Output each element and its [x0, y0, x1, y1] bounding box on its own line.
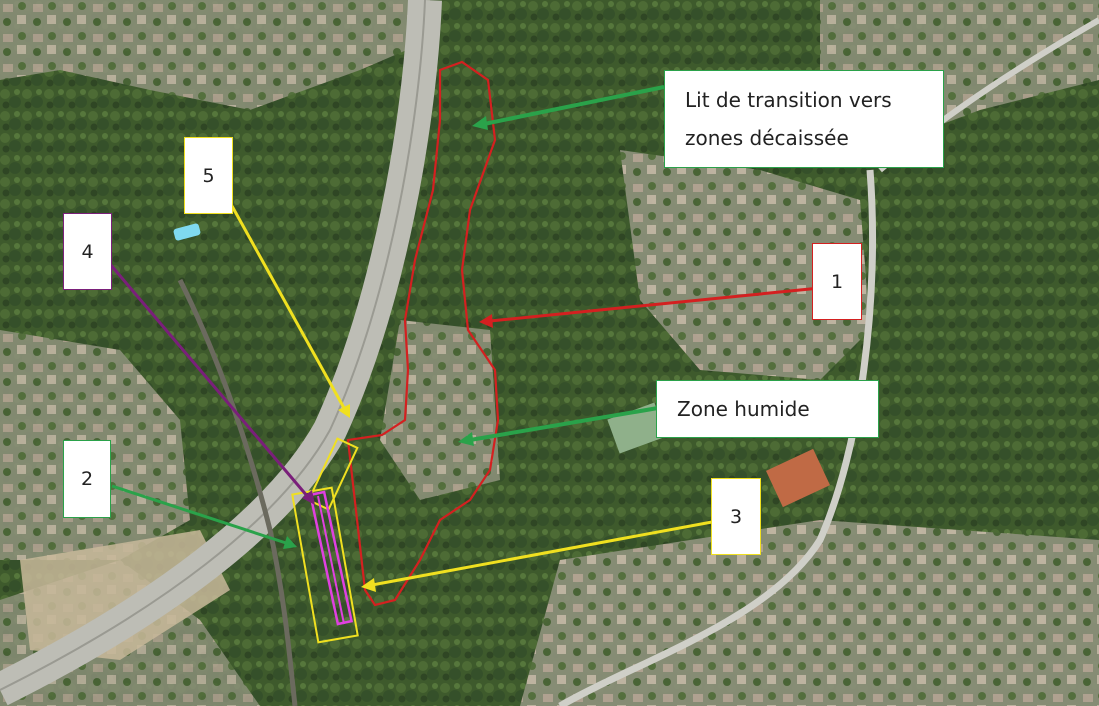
label-lit-line2: zones décaissée: [685, 126, 849, 150]
road-east: [558, 169, 877, 706]
highway-median: [0, 0, 426, 691]
leader-line-2: [111, 484, 287, 545]
urban-zone-east: [620, 150, 870, 380]
label-5-text: 5: [202, 164, 215, 187]
leader-arrowhead-5: [338, 404, 350, 418]
label-zone-humide: Zone humide: [656, 380, 879, 438]
pool: [173, 223, 201, 241]
label-1-text: 1: [830, 270, 844, 293]
construction-site: [20, 530, 230, 660]
label-lit-line1: Lit de transition vers: [685, 88, 892, 112]
label-zone-humide-text: Zone humide: [677, 397, 810, 421]
label-2-text: 2: [80, 468, 94, 490]
label-5: 5: [184, 137, 233, 214]
leader-line-4: [108, 263, 310, 498]
label-lit-de-transition: Lit de transition vers zones décaissée: [664, 70, 944, 168]
leader-line-zone-humide: [469, 406, 659, 442]
leader-arrowhead-3: [361, 578, 376, 592]
urban-zone-north: [0, 0, 430, 110]
railway: [177, 278, 298, 706]
leader-arrowhead-4: [302, 490, 315, 505]
leader-arrowhead-1: [479, 314, 493, 328]
label-3: 3: [711, 478, 761, 555]
leader-line-lit: [483, 85, 665, 126]
leader-arrowhead-lit: [472, 116, 488, 130]
label-4-text: 4: [81, 240, 94, 263]
leader-line-1: [489, 286, 821, 323]
label-1: 1: [812, 243, 862, 320]
leader-arrowhead-2: [283, 536, 297, 549]
leader-lines: [108, 85, 821, 592]
label-3-text: 3: [729, 505, 743, 528]
label-2: 2: [63, 440, 111, 518]
tennis-court: [765, 448, 831, 508]
leader-line-5: [230, 205, 346, 409]
yellow-zone-small: [307, 437, 359, 511]
red-perimeter: [346, 60, 500, 607]
leader-line-3: [371, 520, 713, 587]
leader-arrowhead-zone-humide: [458, 432, 474, 446]
residential-center: [380, 320, 500, 500]
magenta-centerline: [317, 495, 345, 625]
urban-zone-southeast: [520, 520, 1099, 706]
label-4: 4: [63, 213, 112, 290]
